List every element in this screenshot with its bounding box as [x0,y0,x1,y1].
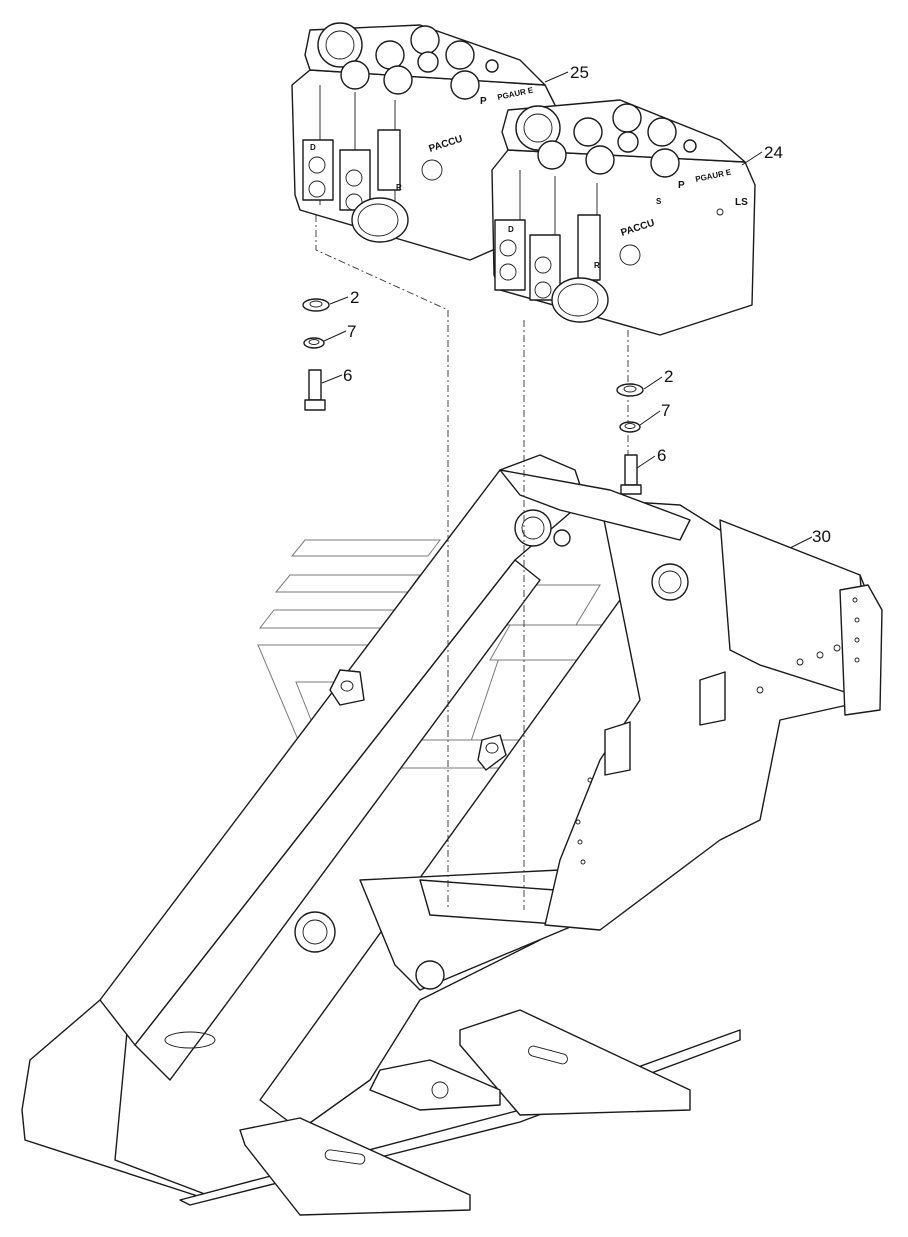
callout-7-left: 7 [347,322,356,341]
fastener-stack-left [302,298,330,411]
marking-s-24: S [656,197,662,206]
marking-p-24: P [678,180,685,191]
control-valve-24: PACCU P PGAUR E LS D R S [491,99,756,336]
marking-d-25: D [310,143,316,152]
callout-labels: 25 24 2 7 6 2 7 6 30 [343,63,831,546]
callout-6-left: 6 [343,366,352,385]
callout-30: 30 [812,527,831,546]
marking-p-25: P [480,96,487,107]
marking-r-25: R [396,183,402,192]
fastener-stack-right [616,383,644,495]
marking-ls-24: LS [735,197,748,208]
marking-r-24: R [594,261,600,270]
callout-25: 25 [570,63,589,82]
callout-leaders [321,71,813,549]
callout-24: 24 [764,143,783,162]
callout-2-right: 2 [664,367,673,386]
control-valve-25: PACCU P PGAUR E D R [291,22,556,261]
marking-d-24: D [508,225,514,234]
callout-6-right: 6 [657,446,666,465]
loader-frame [21,454,883,1216]
callout-7-right: 7 [661,401,670,420]
callout-2-left: 2 [350,288,359,307]
